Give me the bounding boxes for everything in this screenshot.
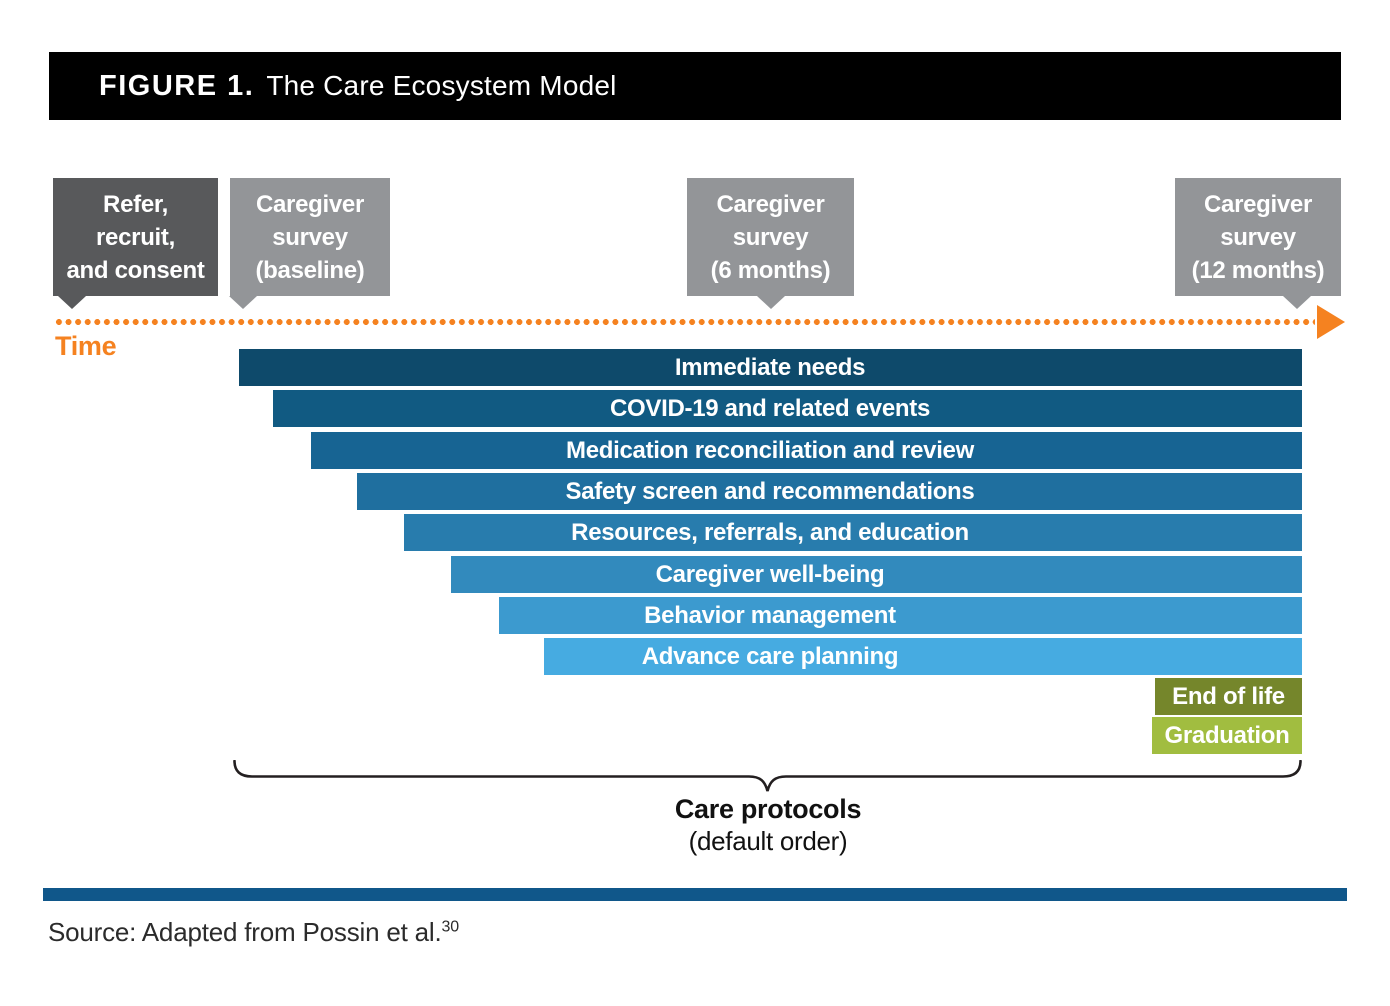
figure-title-bar: FIGURE 1. The Care Ecosystem Model bbox=[49, 52, 1341, 120]
callout-caregiver-survey-6-months: Caregiver survey (6 months) bbox=[687, 178, 854, 309]
protocol-bar-caregiver-well-being: Caregiver well-being bbox=[451, 556, 1302, 593]
protocol-bar-end-of-life: End of life bbox=[1155, 678, 1302, 715]
timeline-arrowhead-icon bbox=[1317, 305, 1345, 339]
source-note: Source: Adapted from Possin et al.30 bbox=[48, 917, 459, 948]
care-protocols-brace bbox=[233, 760, 1302, 792]
figure-label: FIGURE 1. bbox=[99, 69, 255, 102]
callout-caregiver-survey-12-months: Caregiver survey (12 months) bbox=[1175, 178, 1341, 309]
bar-label: End of life bbox=[1172, 683, 1285, 710]
bar-label: Graduation bbox=[1164, 722, 1290, 749]
callout-text: Refer, recruit, and consent bbox=[66, 190, 205, 284]
bar-label: Immediate needs bbox=[674, 354, 866, 381]
source-text: Source: Adapted from Possin et al. bbox=[48, 917, 442, 947]
callout-tail-icon bbox=[1283, 296, 1311, 309]
protocol-bar-safety-screen: Safety screen and recommendations bbox=[357, 473, 1302, 510]
care-protocols-subtitle: (default order) bbox=[688, 826, 848, 856]
bottom-divider-bar bbox=[43, 888, 1347, 901]
bar-label: COVID-19 and related events bbox=[609, 395, 931, 422]
bar-label: Behavior management bbox=[644, 602, 896, 629]
protocol-bar-resources-referrals: Resources, referrals, and education bbox=[404, 514, 1302, 551]
protocol-bar-covid-19: COVID-19 and related events bbox=[273, 390, 1302, 427]
callout-text: Caregiver survey (6 months) bbox=[710, 190, 831, 284]
callout-text: Caregiver survey (12 months) bbox=[1191, 190, 1325, 284]
callout-text: Caregiver survey (baseline) bbox=[255, 190, 365, 284]
protocol-bar-graduation: Graduation bbox=[1152, 717, 1302, 754]
callout-refer-recruit-consent: Refer, recruit, and consent bbox=[53, 178, 218, 309]
timeline-dotted-line bbox=[55, 318, 1315, 326]
bar-label: Resources, referrals, and education bbox=[571, 519, 969, 546]
callout-tail-icon bbox=[58, 296, 86, 309]
protocol-bar-advance-care-planning: Advance care planning bbox=[544, 638, 1302, 675]
callout-caregiver-survey-baseline: Caregiver survey (baseline) bbox=[229, 178, 390, 309]
figure-title: The Care Ecosystem Model bbox=[266, 70, 617, 101]
care-protocols-title: Care protocols bbox=[674, 794, 862, 824]
source-reference: 30 bbox=[441, 918, 460, 936]
protocol-bar-behavior-management: Behavior management bbox=[499, 597, 1302, 634]
bar-label: Advance care planning bbox=[641, 643, 899, 670]
bar-label: Medication reconciliation and review bbox=[566, 437, 974, 464]
protocol-bar-immediate-needs: Immediate needs bbox=[239, 349, 1302, 386]
bar-label: Safety screen and recommendations bbox=[565, 478, 975, 505]
callout-tail-icon bbox=[229, 296, 257, 309]
protocol-bar-medication-reconciliation: Medication reconciliation and review bbox=[311, 432, 1302, 469]
bar-label: Caregiver well-being bbox=[655, 561, 885, 588]
callout-tail-icon bbox=[756, 296, 785, 309]
timeline-label: Time bbox=[55, 331, 117, 361]
